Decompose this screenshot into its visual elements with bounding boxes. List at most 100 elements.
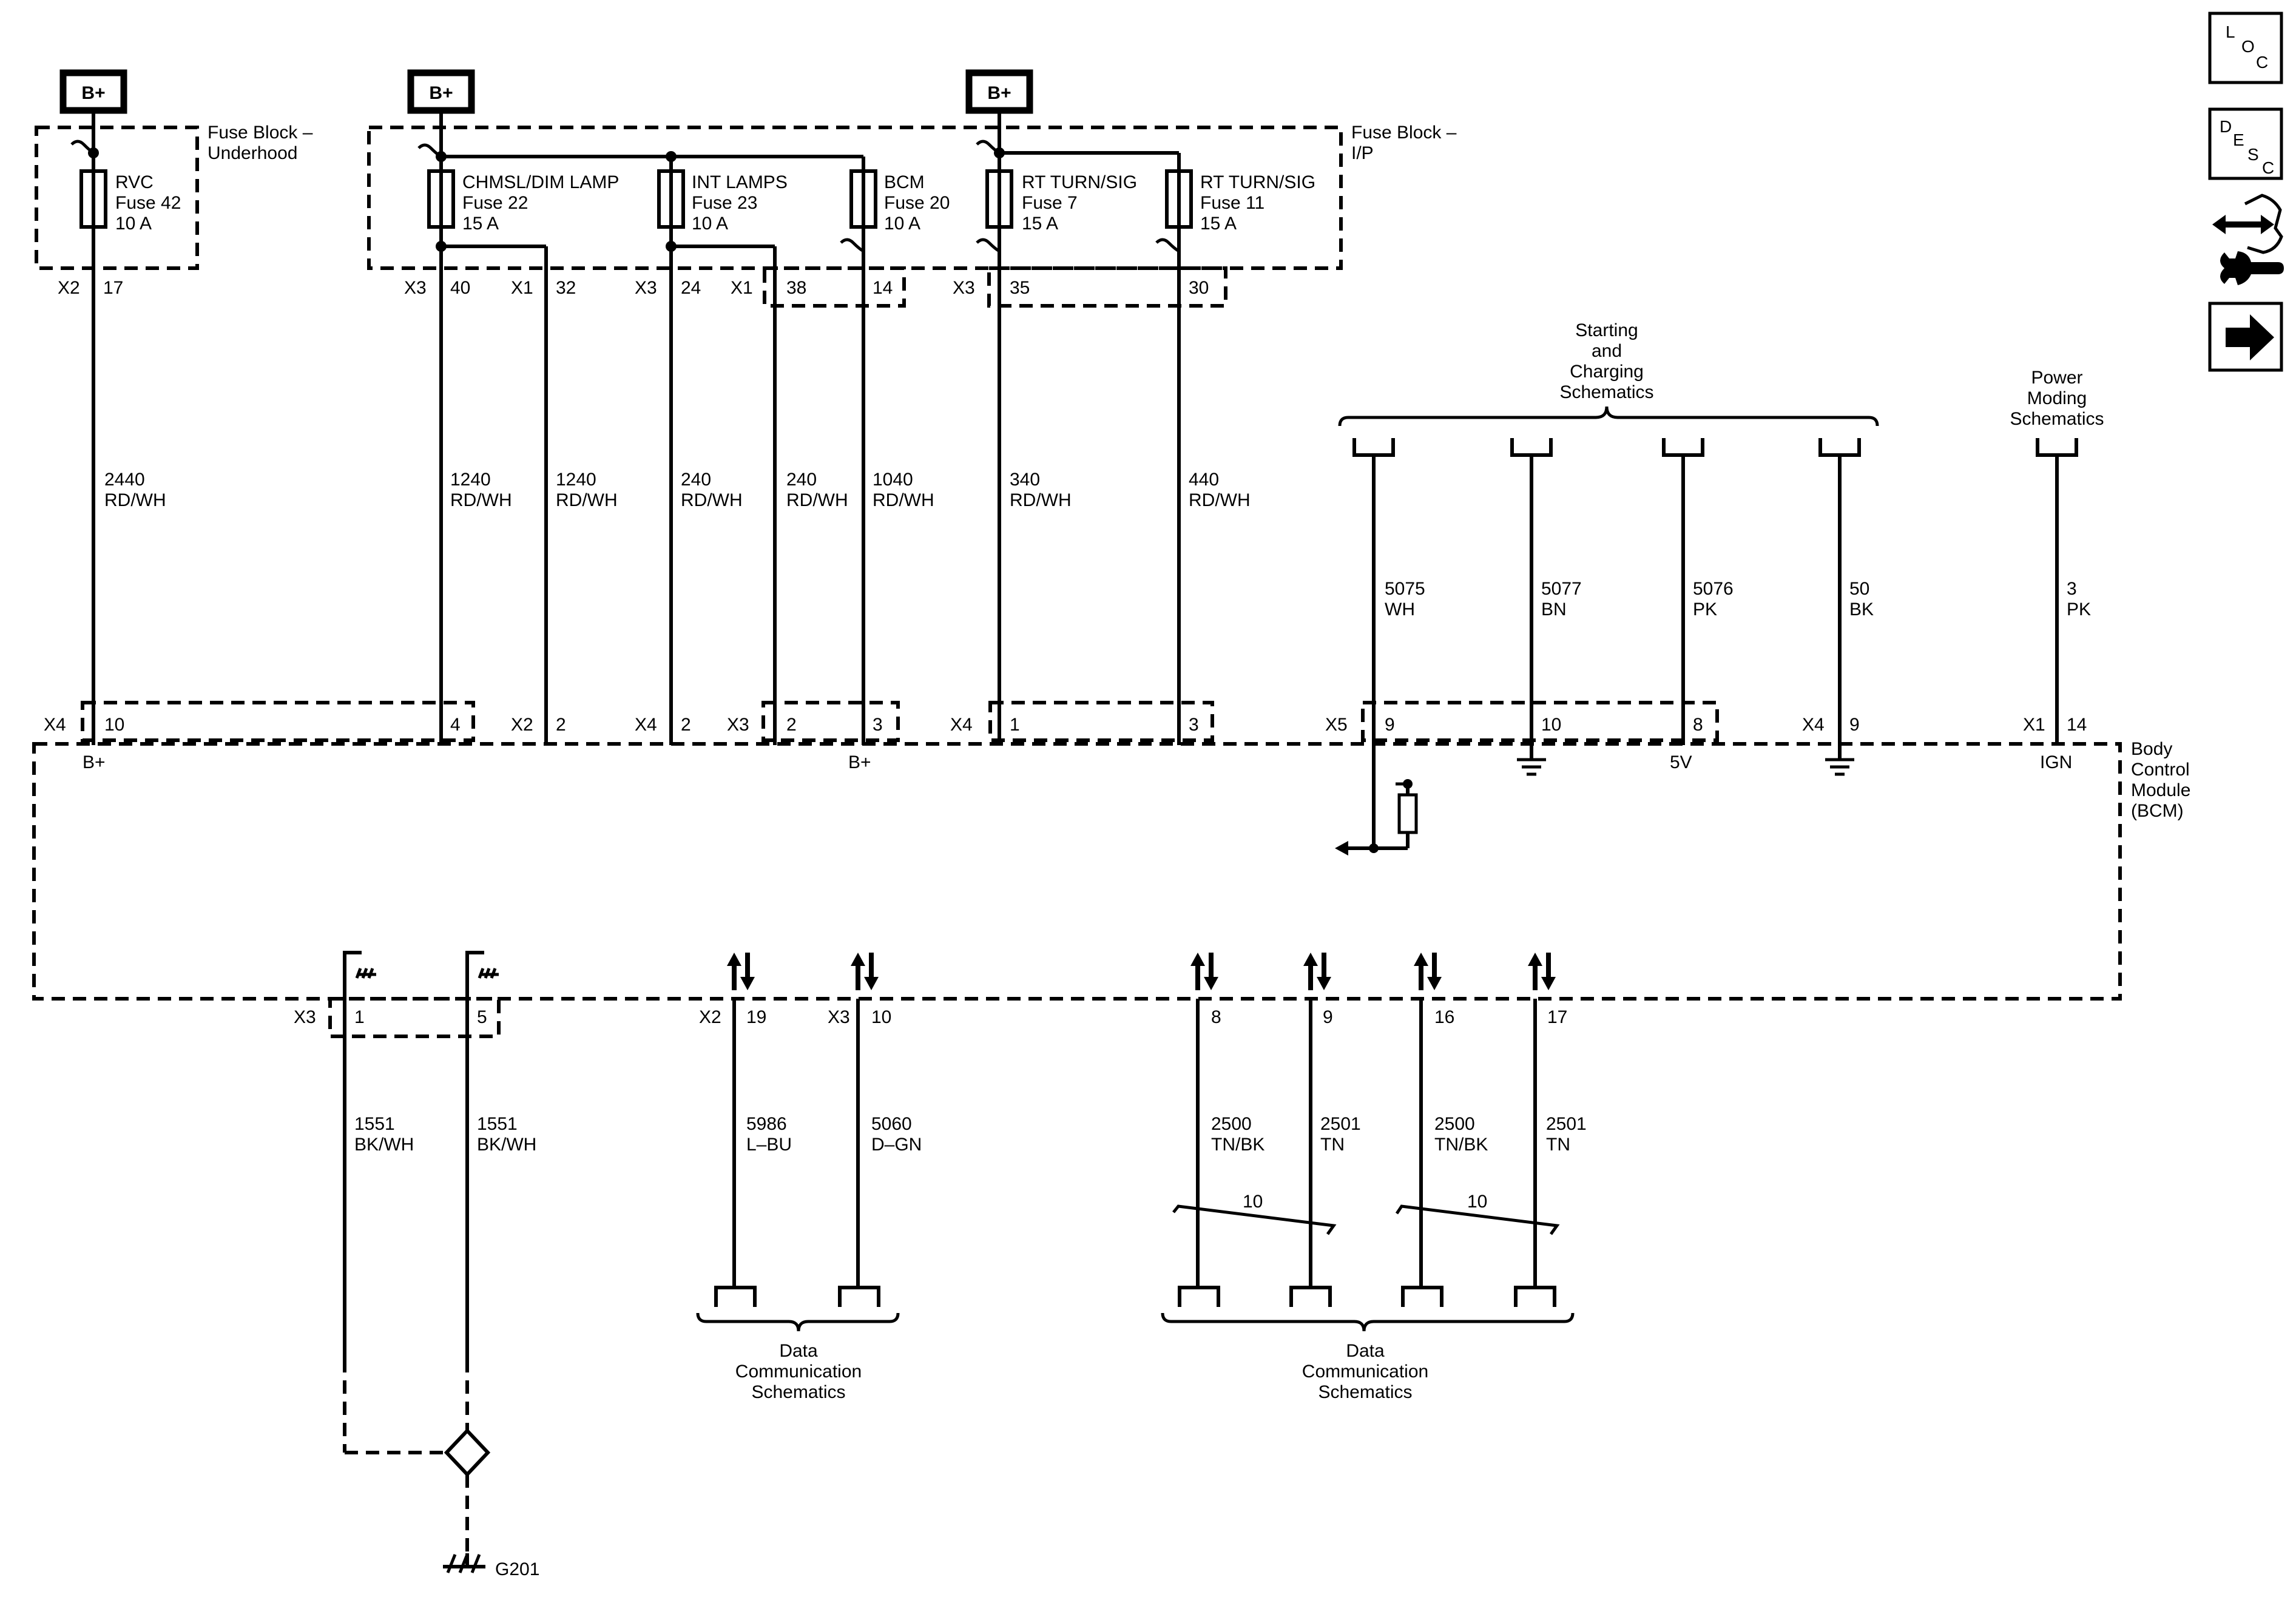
desc-letter: E <box>2233 130 2244 149</box>
link-text: Communication <box>735 1362 862 1382</box>
data-communication-schematics-link-1[interactable]: Data Communication Schematics <box>696 1312 900 1402</box>
bcm-ign-input: IGN <box>2040 752 2072 772</box>
ground-label: G201 <box>495 1559 539 1579</box>
pin-label: 5 <box>477 1007 487 1027</box>
wire-circuit: 5077 <box>1541 579 1582 599</box>
wire-color: TN <box>1320 1135 1345 1155</box>
pin-label: 9 <box>1849 715 1860 735</box>
starting-charging-schematics-link[interactable]: Starting and Charging Schematics <box>1338 320 1879 427</box>
wire-circuit: 2501 <box>1320 1114 1361 1134</box>
pin-label: 3 <box>1189 715 1199 735</box>
bcm-bottom-pin-labels: X3 1 5 X2 19 X3 10 8 9 16 17 <box>294 1007 1567 1027</box>
wire-labels-right: 5075 WH 5077 BN 5076 PK 50 BK 3 PK <box>1385 579 2091 619</box>
connector-label: X4 <box>44 715 66 735</box>
link-text: Schematics <box>751 1382 845 1402</box>
connector-label: X2 <box>511 715 533 735</box>
wire-color: RD/WH <box>104 490 166 510</box>
desc-button[interactable]: D E S C <box>2208 107 2283 180</box>
pin-label: 16 <box>1434 1007 1454 1027</box>
bcm-label: Control <box>2131 760 2190 780</box>
connector-label: X5 <box>1325 715 1348 735</box>
wire-circuit: 240 <box>786 470 817 490</box>
fuse-number: Fuse 11 <box>1200 193 1264 213</box>
wire-color: TN/BK <box>1211 1135 1264 1155</box>
wire-color: RD/WH <box>1189 490 1251 510</box>
fuse-block-underhood: Fuse Block – Underhood <box>35 123 313 270</box>
wire-color: BK/WH <box>354 1135 414 1155</box>
wire-circuit: 1551 <box>354 1114 395 1134</box>
pin-label: 1 <box>354 1007 365 1027</box>
twisted-pair-icon: 10 <box>1395 1192 1560 1235</box>
wire-circuit: 5076 <box>1693 579 1734 599</box>
wire-color: TN/BK <box>1434 1135 1488 1155</box>
pin-label: 9 <box>1323 1007 1333 1027</box>
data-communication-schematics-link-2[interactable]: Data Communication Schematics <box>1161 1312 1575 1402</box>
bcm-b-plus-input: B+ <box>848 752 871 772</box>
wire-color: BK/WH <box>477 1135 536 1155</box>
link-text: and <box>1592 341 1622 361</box>
fuse-number: Fuse 42 <box>115 193 181 213</box>
link-text: Schematics <box>2010 409 2104 429</box>
wire-circuit: 2500 <box>1434 1114 1475 1134</box>
bcm-label: (BCM) <box>2131 801 2184 821</box>
fuse-rating: 15 A <box>1022 214 1058 234</box>
desc-letter: S <box>2247 145 2259 164</box>
link-text: Communication <box>1302 1362 1428 1382</box>
link-text: Moding <box>2027 388 2087 408</box>
b-plus-source-1: B+ <box>59 69 127 114</box>
wire-circuit: 5060 <box>871 1114 912 1134</box>
fuse-rvc: RVC Fuse 42 10 A <box>79 169 181 234</box>
fuse-rating: 15 A <box>1200 214 1237 234</box>
body-control-module: Body Control Module (BCM) <box>32 739 2190 1001</box>
wire-circuit: 1040 <box>873 470 913 490</box>
next-page-button[interactable] <box>2208 302 2283 372</box>
connector-label: X2 <box>58 278 80 298</box>
fuse-block-ip-label: Fuse Block – <box>1351 123 1457 143</box>
chassis-ground-icon <box>343 951 376 999</box>
wire-labels-top: 2440 RD/WH 1240 RD/WH 1240 RD/WH 240 RD/… <box>104 470 1251 510</box>
wire-circuit: 5075 <box>1385 579 1425 599</box>
connector-label: X4 <box>1802 715 1825 735</box>
pin-label: 14 <box>873 278 893 298</box>
pin-label: 35 <box>1010 278 1030 298</box>
pin-label: 10 <box>104 715 124 735</box>
connector-label: X3 <box>294 1007 316 1027</box>
fuse-block-ip-label-2: I/P <box>1351 143 1374 163</box>
fuse-bcm: BCM Fuse 20 10 A <box>849 169 950 234</box>
wire-circuit: 440 <box>1189 470 1219 490</box>
fuse-name: RVC <box>115 172 154 192</box>
wire-circuit: 1551 <box>477 1114 518 1134</box>
bcm-label: Module <box>2131 780 2190 800</box>
loc-button[interactable]: L O C <box>2208 12 2283 84</box>
fuse-number: Fuse 20 <box>884 193 950 213</box>
link-text: Data <box>779 1341 818 1361</box>
b-plus-label: B+ <box>429 83 453 103</box>
splice-pack-icon <box>444 1428 491 1477</box>
wire-color: D–GN <box>871 1135 922 1155</box>
wire-color: BN <box>1541 599 1567 619</box>
pin-label: 8 <box>1211 1007 1221 1027</box>
fuse-rating: 10 A <box>884 214 920 234</box>
link-text: Data <box>1346 1341 1385 1361</box>
connector-repair-button[interactable] <box>2212 194 2284 285</box>
connector-label: X3 <box>828 1007 850 1027</box>
fuse-int-lamps: INT LAMPS Fuse 23 10 A <box>657 169 788 234</box>
loc-letter: L <box>2226 22 2235 41</box>
wire-color: BK <box>1849 599 1874 619</box>
wire-circuit: 340 <box>1010 470 1040 490</box>
bcm-top-pin-labels: X4 10 4 X2 2 X4 2 X3 2 3 X4 1 3 X5 9 10 … <box>44 715 2087 735</box>
power-moding-schematics-link[interactable]: Power Moding Schematics <box>2010 368 2104 429</box>
link-text: Schematics <box>1318 1382 1412 1402</box>
fuse-rt-turn-sig-11: RT TURN/SIG Fuse 11 15 A <box>1165 169 1315 234</box>
fuse-block-connectors: X2 17 X3 40 X1 32 X3 24 X1 38 14 X3 35 3… <box>58 278 1209 298</box>
internal-ground-icon <box>1517 745 1546 776</box>
connector-repair-icon <box>2212 194 2284 285</box>
loc-letter: O <box>2241 37 2255 56</box>
pin-label: 19 <box>746 1007 766 1027</box>
pin-label: 40 <box>450 278 470 298</box>
wire-circuit: 2500 <box>1211 1114 1252 1134</box>
wire-circuit: 5986 <box>746 1114 787 1134</box>
fuse-number: Fuse 22 <box>462 193 528 213</box>
pin-label: 2 <box>786 715 797 735</box>
fuse-block-underhood-label: Fuse Block – <box>208 123 313 143</box>
